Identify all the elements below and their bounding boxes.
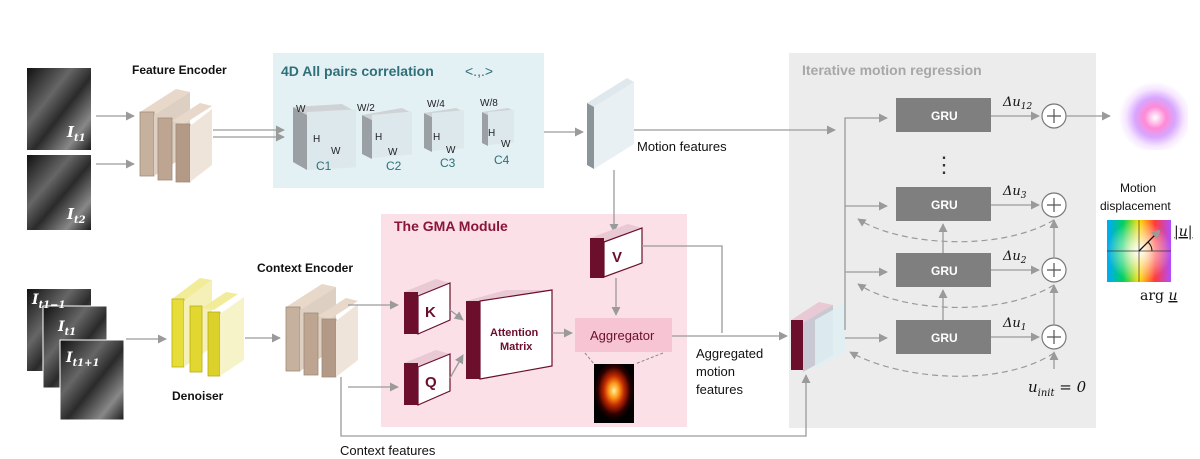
sum-node-3 xyxy=(1041,192,1067,218)
svg-text:W/2: W/2 xyxy=(357,103,375,114)
svg-text:C2: C2 xyxy=(386,159,402,173)
combined-feature-block xyxy=(791,302,845,372)
svg-text:Matrix: Matrix xyxy=(500,341,533,353)
sum-node-1 xyxy=(1041,324,1067,350)
v-block: V xyxy=(590,224,643,278)
context-features-label: Context features xyxy=(340,443,436,458)
aggregated-label-1: Aggregated xyxy=(696,346,763,361)
q-block: Q xyxy=(404,350,451,406)
input-frame-2: It2 xyxy=(27,155,91,230)
svg-text:C1: C1 xyxy=(316,159,332,173)
context-encoder-label: Context Encoder xyxy=(257,261,353,275)
motion-features-block xyxy=(587,78,634,169)
legend-angle: arg u xyxy=(1140,288,1177,304)
aggregated-label-2: motion xyxy=(696,364,735,379)
svg-text:H: H xyxy=(313,134,320,145)
delta-label-3: Δu3 xyxy=(1002,184,1027,201)
sum-node-12 xyxy=(1041,103,1067,129)
u-init-label: uinit = 0 xyxy=(1028,378,1087,399)
svg-text:C4: C4 xyxy=(494,153,510,167)
svg-text:W/4: W/4 xyxy=(427,99,445,110)
regression-title: Iterative motion regression xyxy=(802,62,982,78)
gru-12: GRU xyxy=(896,98,991,132)
denoiser-label: Denoiser xyxy=(172,389,224,403)
correlation-notation: <.,.> xyxy=(465,63,493,79)
gru-2: GRU xyxy=(896,253,991,287)
svg-text:K: K xyxy=(425,304,436,321)
svg-text:V: V xyxy=(612,249,622,266)
svg-text:W/8: W/8 xyxy=(480,98,498,109)
context-encoder-block xyxy=(285,284,358,378)
frame1-label: It1 xyxy=(66,123,86,144)
input-frame-1: It1 xyxy=(27,68,91,150)
aggregator-block: Aggregator xyxy=(575,318,672,365)
feature-encoder-block xyxy=(139,89,212,183)
correlation-level-c2: W/2 H W C2 xyxy=(357,103,412,173)
correlation-level-c1: W H W C1 xyxy=(293,104,356,173)
svg-text:H: H xyxy=(488,128,495,139)
legend-magnitude: |u| xyxy=(1174,224,1192,240)
denoiser-block xyxy=(171,278,244,377)
attention-matrix-block: Attention Matrix xyxy=(466,289,553,380)
legend-title-2: displacement xyxy=(1100,199,1171,213)
gru-1: GRU xyxy=(896,320,991,354)
gru-3: GRU xyxy=(896,187,991,221)
svg-text:H: H xyxy=(433,132,440,143)
stack-label-3: It1+1 xyxy=(65,350,99,369)
svg-text:W: W xyxy=(388,147,398,158)
gma-title: The GMA Module xyxy=(394,218,508,234)
feature-encoder-label: Feature Encoder xyxy=(132,63,227,77)
color-wheel-icon xyxy=(1107,220,1171,282)
correlation-title: 4D All pairs correlation xyxy=(281,63,434,79)
svg-text:W: W xyxy=(296,104,306,115)
svg-text:H: H xyxy=(375,132,382,143)
delta-label-2: Δu2 xyxy=(1002,249,1027,266)
svg-text:GRU: GRU xyxy=(931,331,958,345)
attention-heatmap xyxy=(594,364,634,423)
legend-title-1: Motion xyxy=(1120,181,1156,195)
delta-label-1: Δu1 xyxy=(1002,316,1027,333)
delta-label-12: Δu12 xyxy=(1002,95,1032,112)
motion-features-label: Motion features xyxy=(637,139,727,154)
svg-text:GRU: GRU xyxy=(931,198,958,212)
svg-text:GRU: GRU xyxy=(931,264,958,278)
output-flow-image xyxy=(1115,78,1188,150)
correlation-level-c3: W/4 H W C3 xyxy=(424,99,464,170)
svg-text:W: W xyxy=(446,145,456,156)
svg-text:Aggregator: Aggregator xyxy=(590,328,655,343)
stack-label-1: It1−1 xyxy=(31,292,65,311)
svg-text:C3: C3 xyxy=(440,156,456,170)
aggregated-label-3: features xyxy=(696,382,743,397)
ellipsis: ⋮ xyxy=(933,152,955,177)
frame2-label: It2 xyxy=(66,205,86,226)
stack-label-2: It1 xyxy=(57,319,76,338)
svg-text:Q: Q xyxy=(425,374,437,391)
k-block: K xyxy=(404,279,451,335)
correlation-level-c4: W/8 H W C4 xyxy=(480,98,514,167)
input-frame-stack: It1−1 It1 It1+1 xyxy=(27,289,125,421)
svg-text:W: W xyxy=(331,146,341,157)
sum-node-2 xyxy=(1041,257,1067,283)
svg-text:W: W xyxy=(501,139,511,150)
svg-text:Attention: Attention xyxy=(490,327,539,339)
svg-text:GRU: GRU xyxy=(931,109,958,123)
